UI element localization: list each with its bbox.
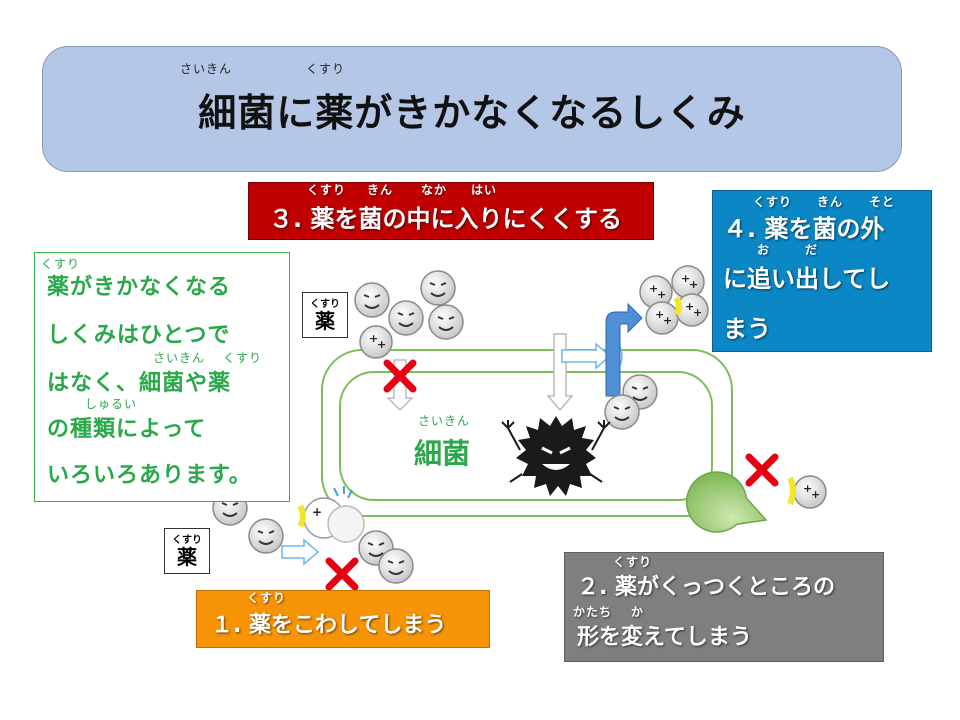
step3-text: ３. 薬を菌の中に入りにくくする — [269, 205, 622, 233]
title-ruby-saikin: さいきん — [180, 62, 233, 76]
step4-line2: に追い出してし — [723, 265, 891, 293]
cross-icon — [325, 557, 359, 591]
cross-icon — [383, 359, 417, 393]
info-ruby-kusuri2: くすり — [223, 351, 263, 365]
info-box: くすり 薬がきかなくなる しくみはひとつで さいきん くすり はなく、細菌や薬 … — [34, 252, 290, 502]
drug-label-top: くすり 薬 — [302, 292, 348, 338]
info-line2: しくみはひとつで — [47, 323, 231, 348]
page-title: 細菌に薬がきかなくなるしくみ — [198, 91, 746, 135]
step4-ruby-o: お — [757, 243, 771, 257]
drug-label-bottom-ruby: くすり — [172, 535, 202, 546]
cell-outer-membrane — [321, 349, 733, 517]
side-arrow — [561, 342, 612, 370]
step1-ruby-kusuri: くすり — [247, 591, 287, 605]
attack-arrow — [281, 538, 320, 566]
drug-molecule-icon — [354, 270, 464, 359]
bacterium-icon — [501, 416, 611, 496]
bacteria-ruby: さいきん — [418, 414, 471, 428]
info-line1: 薬がきかなくなる — [47, 275, 232, 300]
title-ruby-kusuri: くすり — [306, 62, 346, 76]
step4-line3: まう — [723, 315, 771, 343]
svg-text:+: + — [312, 505, 322, 519]
step2-box: くすり ２. 薬がくっつくところの かたち か 形を変えてしまう — [564, 552, 884, 662]
info-ruby-shurui: しゅるい — [85, 397, 138, 411]
drug-label-bottom: くすり 薬 — [164, 528, 210, 574]
step3-ruby-kin: きん — [367, 183, 394, 197]
step2-ruby-katachi: かたち — [573, 605, 613, 619]
cross-icon — [745, 453, 779, 487]
step2-ruby-ka: か — [631, 605, 645, 619]
info-line3: はなく、細菌や薬 — [47, 371, 232, 396]
drug-label-bottom-text: 薬 — [177, 545, 197, 569]
step2-line1: ２. 薬がくっつくところの — [577, 575, 836, 600]
info-ruby-saikin: さいきん — [153, 351, 206, 365]
drug-label-top-text: 薬 — [315, 309, 335, 333]
step3-ruby-kusuri: くすり — [307, 183, 347, 197]
info-ruby-kusuri1: くすり — [41, 257, 81, 271]
step1-box: くすり １. 薬をこわしてしまう — [196, 590, 490, 648]
enzyme-icon: + — [297, 486, 365, 543]
step3-ruby-naka: なか — [421, 183, 448, 197]
step4-ruby-kusuri: くすり — [753, 195, 793, 209]
step1-text: １. 薬をこわしてしまう — [211, 613, 447, 638]
title-panel — [42, 46, 902, 172]
step4-ruby-soto: そと — [869, 195, 896, 209]
step4-ruby-da: だ — [805, 243, 819, 257]
step4-line1: ４. 薬を菌の外 — [723, 215, 885, 243]
info-line5: いろいろあります。 — [47, 463, 252, 488]
enzyme-icon — [685, 471, 768, 533]
step4-ruby-kin: きん — [817, 195, 844, 209]
drug-label-top-ruby: くすり — [310, 299, 340, 310]
bacteria-label: 細菌 — [414, 437, 471, 470]
cell-inner-membrane — [339, 371, 713, 501]
step2-ruby-kusuri: くすり — [613, 555, 653, 569]
drug-molecule-icon — [793, 475, 827, 509]
info-line4: の種類によって — [47, 417, 207, 442]
step3-box: くすり きん なか はい ３. 薬を菌の中に入りにくくする — [248, 182, 654, 240]
efflux-pump-icon — [605, 302, 643, 397]
step4-box: くすり きん そと ４. 薬を菌の外 お だ に追い出してし まう — [712, 190, 932, 352]
step3-ruby-hai: はい — [471, 183, 498, 197]
step2-line2: 形を変えてしまう — [577, 625, 752, 650]
